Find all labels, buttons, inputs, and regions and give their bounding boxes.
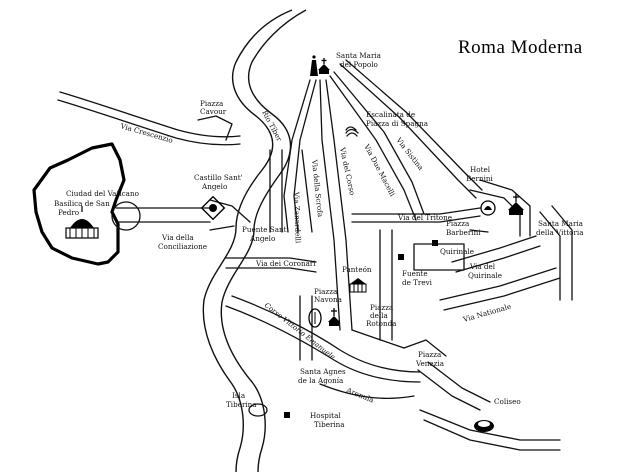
label-via-coronari: Via dei Coronari [255, 259, 316, 268]
map-title: Roma Moderna [458, 37, 583, 58]
label-piazza-barberini-1: Piazza [446, 219, 470, 228]
label-coliseo: Coliseo [494, 397, 521, 406]
label-santa-maria-popolo-2: del Popolo [340, 60, 378, 69]
label-isla-1: Isla [232, 391, 246, 400]
label-hotel-2: Bernini [466, 174, 494, 183]
label-escalinata-1: Escalinata de [366, 110, 415, 119]
tiber-river [202, 9, 307, 472]
label-via-quirinale-2: Quirinale [468, 271, 502, 280]
fountain-icon [480, 200, 496, 216]
castle-icon [200, 195, 226, 221]
label-via-conciliazione-1: Via della [161, 233, 194, 242]
label-vaticano: Ciudad del Vaticano [66, 189, 139, 198]
label-quirinale: Quirinale [440, 247, 474, 256]
label-arenula: Arenula [344, 385, 376, 405]
label-santa-maria-vittoria-2: della Vittoria [536, 228, 584, 237]
label-hotel-1: Hotel [470, 165, 491, 174]
dome-icon [65, 206, 99, 239]
church-icon [328, 308, 340, 326]
label-santa-maria-popolo-1: Santa Maria [336, 51, 382, 60]
label-basilica-1: Basílica de San [54, 199, 110, 208]
colosseum-icon [474, 420, 494, 432]
street-labels: Río Tíber Via Crescenzio Via della Conci… [118, 109, 512, 405]
label-hospital-2: Tiberina [314, 420, 345, 429]
label-santa-maria-vittoria-1: Santa Maria [538, 219, 584, 228]
label-piazza-rotonda-1: Piazza [370, 303, 394, 312]
label-piazza-cavour-2: Cavour [200, 107, 227, 116]
obelisk-icon [310, 55, 318, 76]
label-santa-agnes-2: de la Agonía [298, 376, 344, 385]
label-piazza-barberini-2: Barberini [446, 228, 481, 237]
label-via-corso: Via del Corso [338, 146, 357, 196]
label-via-conciliazione-2: Conciliazione [158, 242, 207, 251]
vatican-wall [32, 142, 126, 266]
label-via-nationale: Via Nationale [461, 302, 512, 325]
stairs-icon [345, 126, 359, 137]
label-escalinata-2: Piazza di Spagna [366, 119, 429, 128]
label-piazza-venezia-1: Piazza [418, 350, 442, 359]
label-piazza-rotonda-3: Rotonda [366, 319, 397, 328]
isla-tiberina-shape [248, 403, 268, 417]
place-labels: Ciudad del Vaticano Basílica de San Pedr… [54, 51, 584, 429]
hospital-marker-icon [284, 412, 290, 418]
label-via-zanardelli: Via Zanardelli [292, 191, 303, 244]
label-puente-1: Puente Sant' [242, 225, 289, 234]
church-icon [318, 58, 330, 74]
label-panteon: Panteón [342, 265, 372, 274]
label-piazza-navona-2: Navona [314, 295, 343, 304]
label-fuente-1: Fuente [402, 269, 428, 278]
label-puente-2: Angelo [249, 234, 275, 243]
church-icon [508, 194, 524, 215]
fountain-icon [398, 254, 404, 260]
quirinale-marker-icon [432, 240, 438, 246]
label-piazza-cavour-1: Piazza [200, 99, 224, 108]
label-via-tritone: Via del Tritone [397, 213, 452, 222]
label-piazza-venezia-2: Venezia [415, 359, 445, 368]
label-via-scrofa: Via della Scrofa [310, 158, 325, 218]
label-via-crescenzio: Via Crescenzio [118, 121, 173, 145]
label-castillo-1: Castillo Sant' [194, 173, 243, 182]
label-hospital-1: Hospital [310, 411, 341, 420]
fountain-icon [308, 308, 322, 328]
temple-icon [349, 278, 367, 293]
label-isla-2: Tiberina [226, 400, 257, 409]
label-castillo-2: Angelo [201, 182, 227, 191]
label-piazza-rotonda-2: della [370, 311, 388, 320]
label-piazza-navona-1: Piazza [314, 287, 338, 296]
street-network [57, 59, 573, 451]
label-basilica-2: Pedro [58, 208, 79, 217]
label-fuente-2: de Trevi [402, 278, 433, 287]
label-via-quirinale-1: Via del [469, 262, 496, 271]
label-santa-agnes-1: Santa Agnes [300, 367, 346, 376]
